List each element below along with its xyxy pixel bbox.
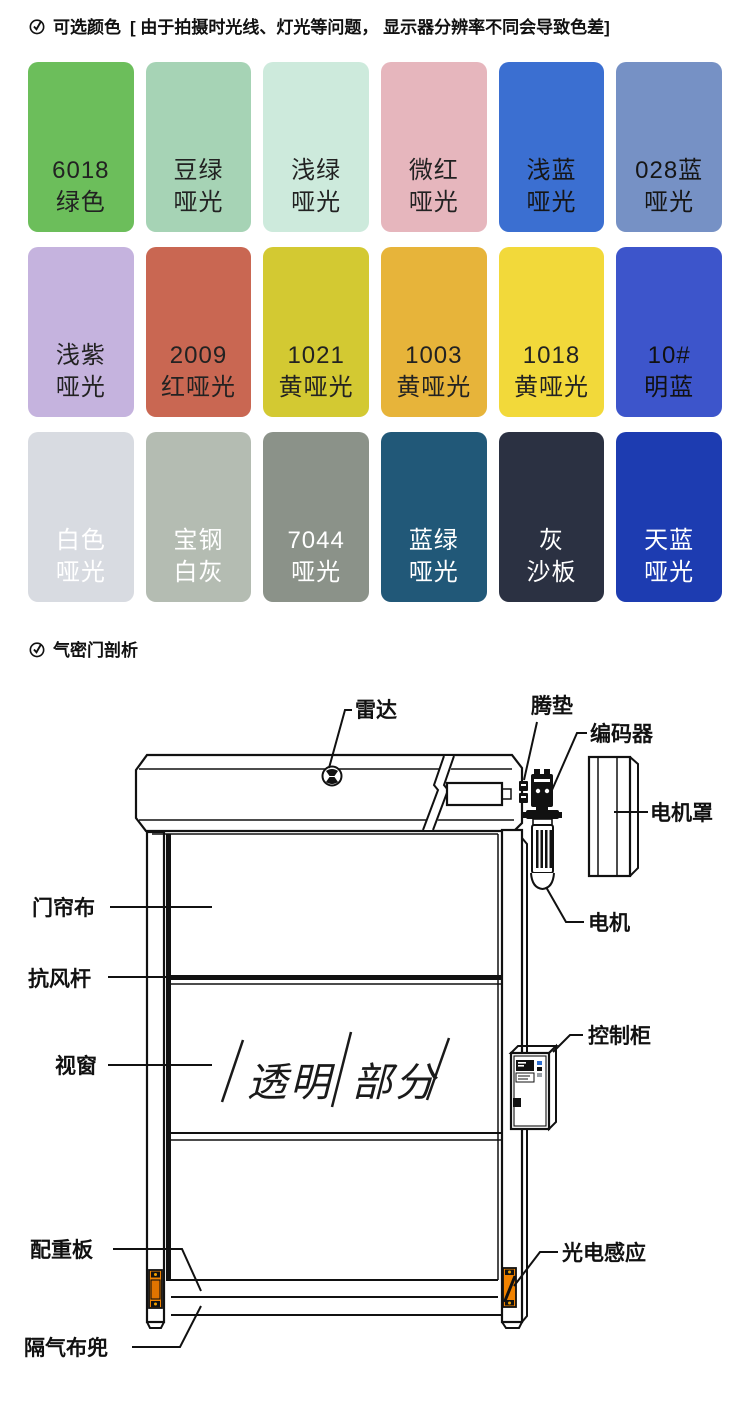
label-radar: 雷达: [355, 699, 397, 722]
axle-coupler: [501, 788, 512, 800]
left-post: [145, 830, 166, 1324]
label-encoder: 编码器: [590, 722, 654, 746]
radar-sensor: [321, 765, 343, 787]
label-control-cabinet: 控制柜: [588, 1024, 651, 1048]
color-swatch-qianlv: 浅绿哑光: [263, 62, 369, 232]
label-photo-sensor: 光电感应: [561, 1241, 646, 1265]
cabinet-button: [537, 1067, 542, 1071]
axle-shaft: [445, 781, 504, 807]
check-circle-icon: [29, 641, 45, 657]
photo-sensor-left: [148, 1269, 163, 1309]
label-pad: 腾垫: [531, 694, 573, 718]
encoder-tab: [534, 769, 540, 776]
cabinet-handle: [513, 1098, 521, 1107]
photo-sensor-right: [502, 1267, 517, 1308]
slash-mark: [330, 1031, 353, 1108]
slash-mark: [425, 1037, 451, 1101]
encoder-tab: [544, 769, 550, 776]
color-swatch-tianlan: 天蓝哑光: [616, 432, 722, 602]
window-note-text-2: 部分: [352, 1060, 438, 1106]
transparent-window-note: 透明 部分: [220, 1031, 451, 1108]
colors-section-header: 可选颜色 [ 由于拍摄时光线、灯光等问题， 显示器分辨率不同会导致色差]: [28, 13, 610, 38]
label-wind-bar: 抗风杆: [28, 967, 91, 991]
slash-mark: [220, 1039, 245, 1103]
color-swatch-huishaban: 灰沙板: [498, 432, 605, 602]
label-air-pocket: 隔气布兜: [24, 1336, 108, 1360]
curtain-track-edge: [166, 834, 171, 1281]
color-swatch-baogang: 宝钢白灰: [145, 432, 252, 602]
encoder-motor-assembly: [523, 769, 562, 891]
motor-cover-box: [587, 755, 639, 878]
motor-end-cap: [530, 872, 555, 891]
leader-lines: [108, 709, 648, 1348]
colors-section-title: 可选颜色: [53, 18, 121, 37]
cabinet-button: [537, 1073, 542, 1077]
label-motor: 电机: [588, 911, 630, 935]
label-curtain: 门帘布: [32, 896, 95, 920]
control-cabinet: [508, 1043, 559, 1132]
cabinet-button: [537, 1061, 542, 1065]
diagram-section-header: 气密门剖析: [28, 636, 138, 661]
wind-bar: [171, 975, 502, 980]
color-swatch-qianlan: 浅蓝哑光: [498, 62, 605, 232]
color-swatch-028lan: 028蓝哑光: [616, 62, 722, 232]
colors-section-subtitle: [ 由于拍摄时光线、灯光等问题， 显示器分辨率不同会导致色差]: [130, 18, 610, 37]
door-frame: [145, 828, 528, 1329]
diagram-section-title: 气密门剖析: [53, 641, 138, 660]
motor-flange: [526, 810, 559, 819]
label-window: 视窗: [55, 1054, 97, 1078]
break-line-left: [422, 755, 445, 831]
cabinet-screen: [516, 1060, 534, 1071]
color-swatch-qianzi: 浅紫哑光: [28, 247, 134, 417]
encoder-body: [531, 774, 553, 807]
airtight-door-diagram: 透明 部分: [24, 694, 713, 1360]
color-swatch-doulv: 豆绿哑光: [145, 62, 252, 232]
color-swatch-weihong: 微红哑光: [380, 62, 487, 232]
label-motor-cover: 电机罩: [650, 801, 713, 825]
color-swatch-baise: 白色哑光: [28, 432, 134, 602]
roller-housing: [134, 753, 524, 833]
check-circle-icon: [29, 18, 45, 34]
color-swatch-10-minglan: 10#明蓝: [616, 247, 722, 417]
pad-blocks: [519, 781, 528, 803]
window-note-text-1: 透明: [247, 1060, 336, 1106]
label-counterweight: 配重板: [30, 1239, 94, 1262]
color-swatch-lanlv: 蓝绿哑光: [380, 432, 487, 602]
